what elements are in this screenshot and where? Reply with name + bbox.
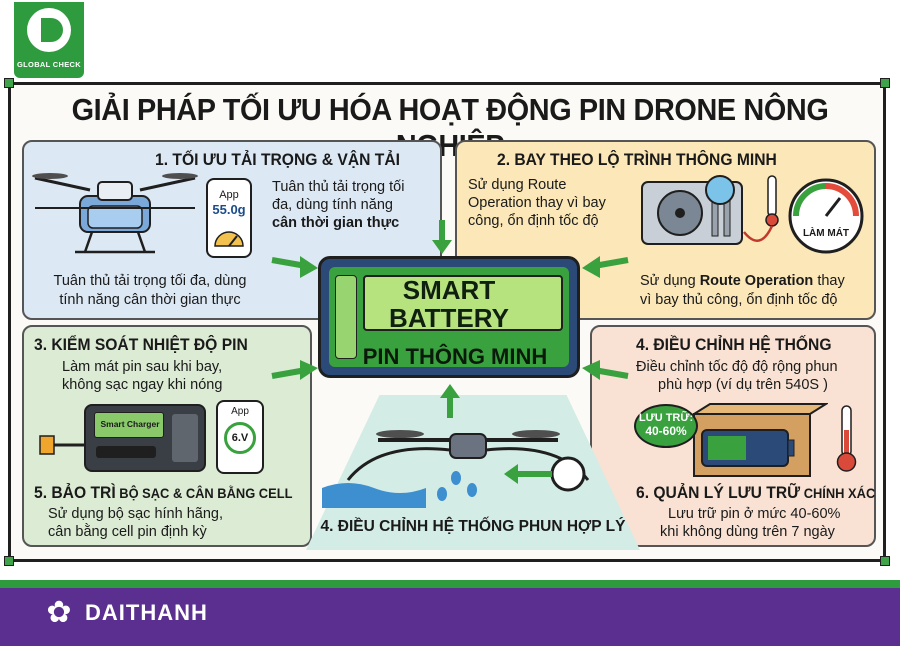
logo-g-icon bbox=[27, 8, 71, 52]
panel6-text-line-1: Lưu trữ pin ở mức 40-60% bbox=[668, 506, 841, 522]
panel2-text-line-3: công, ổn định tốc độ bbox=[468, 213, 599, 229]
panel6-heading: 6. QUẢN LÝ LƯU TRỮ CHÍNH XÁC bbox=[636, 483, 875, 503]
corner-marker bbox=[4, 78, 14, 88]
panel2-caption-line-2: vì bay thủ công, ổn định tốc độ bbox=[640, 292, 838, 308]
footer-accent-band bbox=[0, 580, 900, 588]
battery-cell bbox=[335, 275, 357, 359]
smart-charger-illustration: Smart Charger bbox=[84, 404, 206, 472]
panel4-text-line-1: Điều chỉnh tốc độ độ rộng phun bbox=[636, 359, 838, 375]
panel5-text-line-2: cân bằng cell pin định kỳ bbox=[48, 524, 207, 540]
heading6-rest: CHÍNH XÁC bbox=[800, 485, 876, 501]
panel5-heading: 5. BẢO TRÌ BỘ SẠC & CÂN BẰNG CELL bbox=[34, 483, 292, 503]
caption-bold: Route Operation bbox=[699, 273, 814, 289]
spray-nozzle-illustration bbox=[322, 430, 590, 508]
cooling-fan-unit-illustration bbox=[641, 175, 779, 245]
charger-vents bbox=[172, 414, 198, 462]
daithanh-flower-icon: ✿ bbox=[46, 596, 72, 629]
gauge-icon bbox=[214, 231, 244, 247]
panel5-caption: 4. ĐIỀU CHỈNH HỆ THỐNG PHUN HỢP LÝ bbox=[320, 518, 626, 535]
panel1-text-line-2: đa, dùng tính năng bbox=[272, 197, 393, 213]
charger-app-value: 6.V bbox=[224, 422, 256, 454]
scale-app-phone: App 55.0g bbox=[206, 178, 252, 258]
panel1-caption-line-1: Tuân thủ tải trọng tối đa, dùng bbox=[53, 273, 247, 289]
battery-line-2: BATTERY bbox=[389, 303, 509, 333]
footer-bar bbox=[0, 588, 900, 646]
charger-app-label: App bbox=[231, 406, 249, 417]
charger-label: Smart Charger bbox=[100, 419, 160, 429]
panel3-text-line-1: Làm mát pin sau khi bay, bbox=[62, 359, 223, 375]
heading6-bold: 6. QUẢN LÝ LƯU TRỮ bbox=[636, 483, 801, 502]
charger-plug-icon bbox=[39, 435, 84, 455]
badge-label: LƯU TRỮ: bbox=[638, 412, 694, 424]
footer-brand[interactable]: DAITHANH bbox=[85, 600, 208, 625]
battery-line-1: SMART bbox=[402, 275, 496, 305]
charger-screen: Smart Charger bbox=[94, 412, 164, 438]
panel4-text-line-2: phù hợp (ví dụ trên 540S ) bbox=[658, 377, 828, 393]
thermometer-icon bbox=[836, 405, 857, 472]
heading5-bold: 5. BẢO TRÌ bbox=[34, 483, 116, 502]
caption-post: thay bbox=[813, 273, 845, 289]
badge-value: 40-60% bbox=[645, 424, 687, 438]
panel2-heading: 2. BAY THEO LỘ TRÌNH THÔNG MINH bbox=[497, 150, 777, 169]
flow-arrows bbox=[271, 220, 629, 418]
charger-slot bbox=[96, 446, 156, 458]
cooling-gauge-icon bbox=[788, 178, 864, 254]
global-check-logo[interactable]: GLOBAL CHECK bbox=[14, 2, 84, 78]
heading5-rest: BỘ SẠC & CÂN BẰNG CELL bbox=[115, 485, 293, 501]
charger-app-phone: App 6.V bbox=[216, 400, 264, 474]
panel2-text-line-2: Operation thay vì bay bbox=[468, 195, 606, 211]
panel6-text-line-2: khi không dùng trên 7 ngày bbox=[660, 524, 835, 540]
panel1-heading: 1. TỐI ƯU TẢI TRỌNG & VẬN TẢI bbox=[155, 150, 400, 169]
corner-marker bbox=[4, 556, 14, 566]
corner-marker bbox=[880, 78, 890, 88]
panel4-heading: 4. ĐIỀU CHỈNH HỆ THỐNG bbox=[636, 335, 832, 354]
panel5-text-line-1: Sử dụng bộ sạc hính hãng, bbox=[48, 506, 223, 522]
panel2-caption-line-1: Sử dụng Route Operation thay bbox=[640, 272, 845, 290]
panel3-text-line-2: không sạc ngay khi nóng bbox=[62, 377, 223, 393]
caption-pre: Sử dụng bbox=[640, 273, 700, 289]
storage-badge: LƯU TRỮ: 40-60% bbox=[634, 404, 698, 448]
panel1-text-bold: cân thời gian thực bbox=[272, 215, 400, 231]
panel2-text-line-1: Sử dụng Route bbox=[468, 177, 567, 193]
app-weight-value: 55.0g bbox=[212, 202, 246, 217]
smart-battery bbox=[318, 256, 580, 378]
panel3-heading: 3. KIỂM SOÁT NHIỆT ĐỘ PIN bbox=[34, 335, 248, 354]
corner-marker bbox=[880, 556, 890, 566]
spray-drone-illustration bbox=[32, 173, 198, 254]
cooling-gauge-label: LÀM MÁT bbox=[802, 228, 850, 239]
battery-subtitle: PIN THÔNG MINH bbox=[362, 344, 548, 369]
logo-text: GLOBAL CHECK bbox=[17, 60, 81, 69]
battery-title: SMART BATTERY bbox=[330, 276, 568, 332]
storage-box-illustration bbox=[690, 403, 828, 477]
panel1-text-line-1: Tuân thủ tải trọng tối bbox=[272, 179, 405, 195]
battery-label-plate bbox=[363, 275, 563, 331]
panel1-caption-line-2: tính năng cân thời gian thực bbox=[59, 292, 241, 308]
app-label: App bbox=[219, 189, 239, 201]
